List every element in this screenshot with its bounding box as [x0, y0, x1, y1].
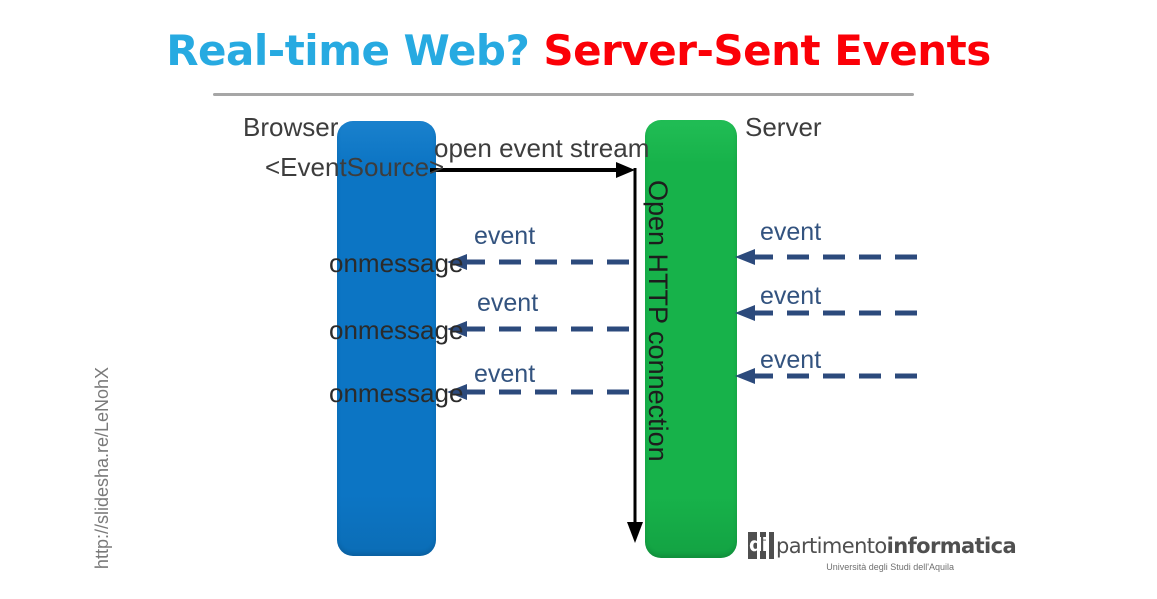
server-label: Server [745, 112, 822, 142]
onmessage-label-3: onmessage [329, 378, 464, 408]
slideshare-url-label: http://slidesha.re/LeNohX [92, 366, 112, 570]
page-title: Real-time Web? Server-Sent Events [0, 26, 1157, 75]
logo-wordmark: partimentoinformatica [776, 533, 1017, 558]
event-arrow-right-1 [735, 249, 921, 265]
title-divider [213, 93, 914, 96]
event-arrow-left-3 [447, 384, 633, 400]
event-arrow-left-1 [447, 254, 633, 270]
event-label-left-1: event [474, 222, 536, 250]
event-label-left-3: event [474, 360, 536, 388]
event-label-right-3: event [760, 346, 822, 374]
onmessage-label-1: onmessage [329, 248, 464, 278]
event-label-right-2: event [760, 282, 822, 310]
title-part-topic: Server-Sent Events [529, 26, 991, 75]
event-arrow-right-3 [735, 368, 921, 384]
event-arrow-left-2 [447, 321, 633, 337]
event-label-left-2: event [477, 289, 539, 317]
logo-word-light: partimento [776, 533, 887, 558]
event-label-right-1: event [760, 218, 822, 246]
server-lifeline-bar [645, 120, 737, 558]
browser-label: Browser [243, 112, 339, 142]
logo-row: di partimentoinformatica [748, 532, 1017, 559]
logo-subtitle: Università degli Studi dell'Aquila [826, 562, 954, 572]
eventsource-api-label: <EventSource> [265, 152, 445, 182]
browser-lifeline-bar [337, 121, 436, 556]
di-monogram-icon: di [748, 532, 774, 559]
onmessage-label-2: onmessage [329, 315, 464, 345]
open-event-stream-label: open event stream [434, 133, 650, 163]
open-http-connection-arrow-icon [627, 168, 643, 543]
logo-word-bold: informatica [886, 533, 1017, 558]
logo-mark-bar-2 [766, 532, 769, 559]
title-part-question: Real-time Web? [166, 26, 530, 75]
department-logo: di partimentoinformatica Università degl… [748, 532, 1017, 572]
open-event-stream-arrow-icon [430, 162, 635, 178]
logo-mark-bar-1 [757, 532, 760, 559]
open-http-connection-label: Open HTTP connection [643, 180, 673, 462]
event-arrow-right-2 [735, 305, 921, 321]
